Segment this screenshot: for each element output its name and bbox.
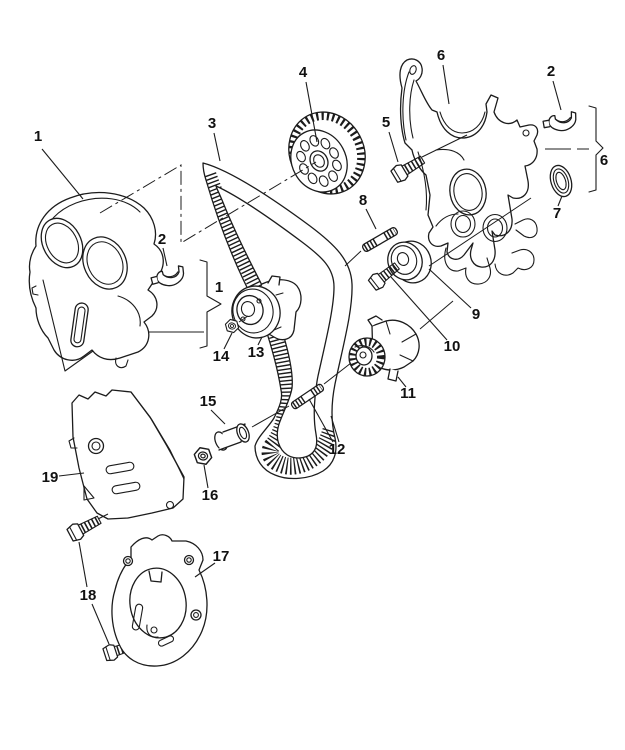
callout-10: 10 — [444, 338, 461, 355]
spacer-sleeve — [214, 423, 250, 451]
cover-toe — [514, 218, 538, 239]
idler-pulley — [387, 240, 432, 284]
backing-plate — [111, 534, 208, 667]
callout-19: 19 — [42, 469, 59, 486]
group-brace-1 — [148, 259, 222, 349]
callout-3: 3 — [208, 115, 216, 132]
nut-axis-line — [238, 315, 249, 323]
plate-opening — [129, 567, 187, 639]
belt-tensioner — [231, 275, 302, 341]
callout-17: 17 — [213, 548, 230, 565]
callout-13: 13 — [248, 344, 265, 361]
stud12-axis-line-a — [251, 405, 290, 428]
bolt5-axis-line — [421, 134, 468, 158]
callout-4: 4 — [299, 64, 308, 81]
callout-18: 18 — [80, 587, 97, 604]
callout-1: 1 — [34, 128, 42, 145]
camshaft-sprocket — [288, 111, 366, 195]
retaining-clip-right — [541, 110, 579, 135]
pump-impeller-teeth — [349, 338, 385, 376]
water-pump — [348, 300, 454, 382]
oil-seal — [549, 164, 573, 198]
cover-foot-left — [444, 247, 492, 285]
group-brace-6 — [545, 105, 604, 193]
leader-lines — [41, 64, 563, 645]
callout-7: 7 — [553, 205, 561, 222]
callout-2-right: 2 — [547, 63, 555, 80]
bolt-18a — [66, 512, 103, 543]
stud8-axis-line — [344, 250, 362, 267]
cover-foot-right — [494, 248, 535, 276]
callout-6-brace: 6 — [600, 152, 608, 169]
callout-5: 5 — [382, 114, 390, 131]
callout-15: 15 — [200, 393, 217, 410]
callout-2-left: 2 — [158, 231, 166, 248]
nut-16 — [192, 446, 214, 466]
bracket-plate — [68, 389, 185, 520]
cover-lower-flap — [42, 279, 94, 372]
callout-1-brace: 1 — [215, 279, 223, 296]
callout-8: 8 — [359, 192, 367, 209]
callout-9: 9 — [472, 306, 480, 323]
stud12-axis-line-b — [323, 362, 352, 385]
pulley9-axis-line — [428, 197, 532, 267]
pump-spout — [387, 368, 399, 382]
callout-14: 14 — [213, 348, 230, 365]
assembly-centerline — [99, 161, 317, 244]
callout-11: 11 — [400, 385, 416, 402]
rear-timing-cover — [399, 58, 539, 285]
callout-16: 16 — [202, 487, 219, 504]
callout-labels: 1 2 3 4 5 6 2 6 7 8 1 13 14 9 10 11 12 1… — [34, 47, 608, 604]
front-timing-cover — [28, 191, 164, 372]
bolt18a-axis-line — [97, 513, 109, 520]
callout-12: 12 — [329, 441, 346, 458]
callout-6-top: 6 — [437, 47, 445, 64]
